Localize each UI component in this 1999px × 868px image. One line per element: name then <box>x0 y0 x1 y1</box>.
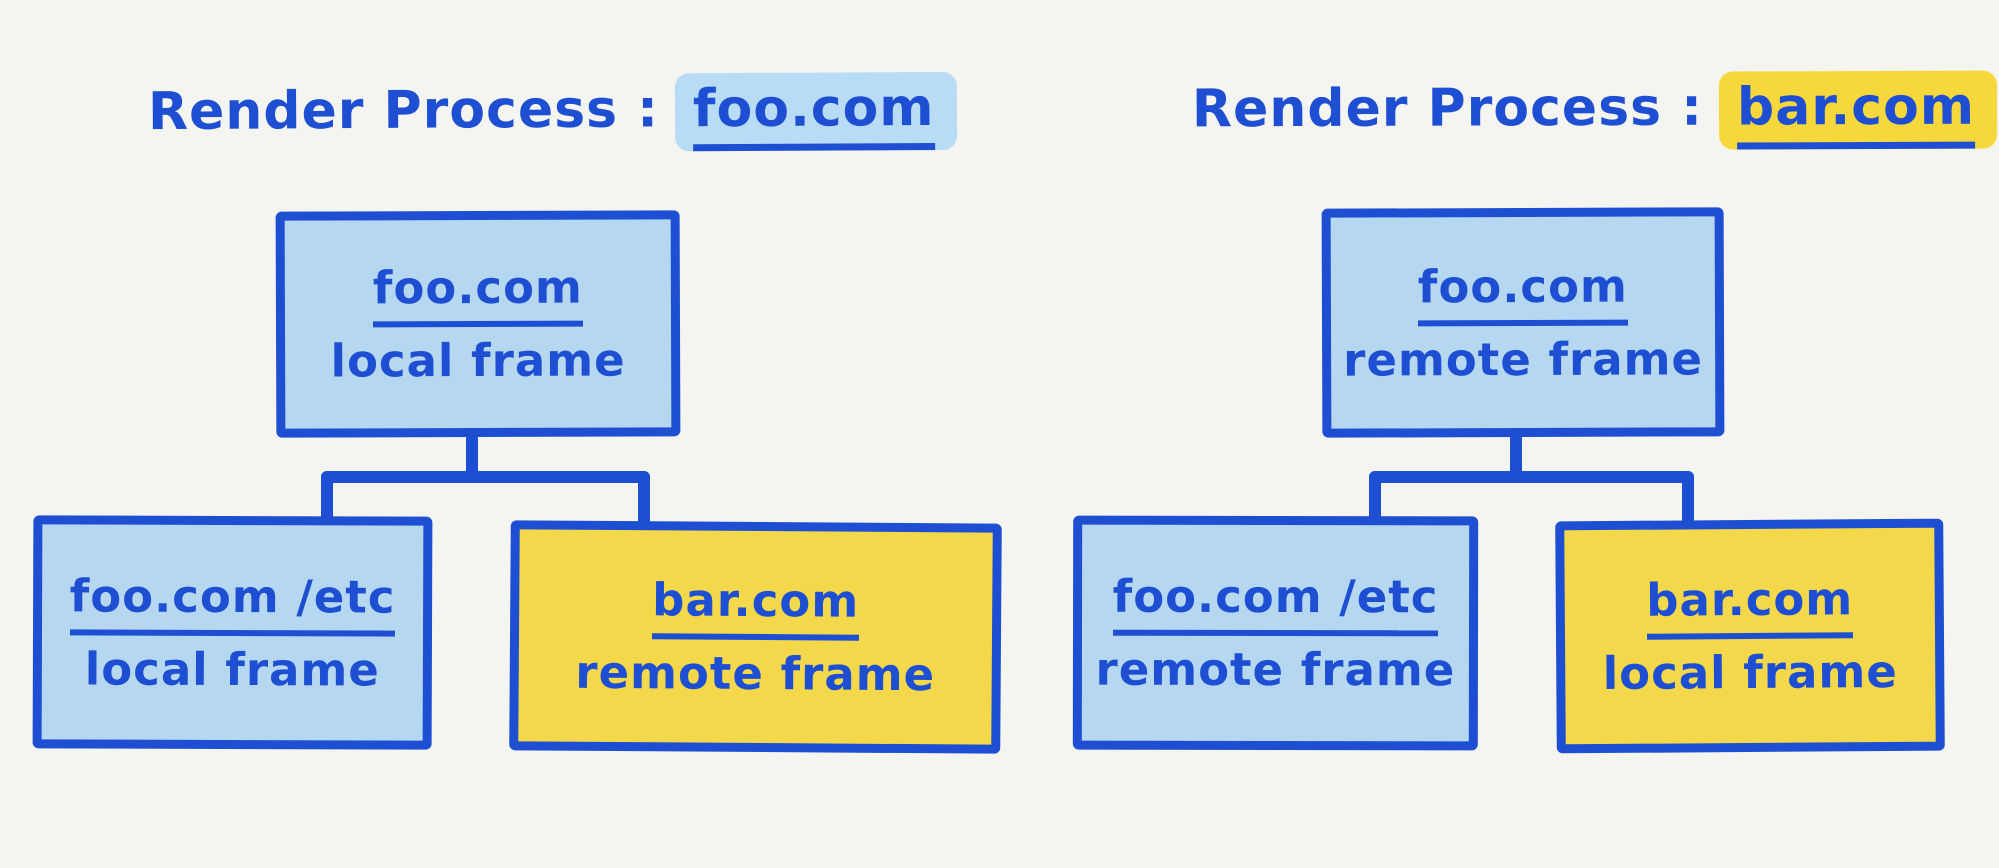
process-title-bar: Render Process : bar.com <box>1191 70 1998 152</box>
node-domain-text: foo.com <box>1417 259 1628 326</box>
process-title-domain-foo: foo.com <box>692 77 935 152</box>
node-domain: bar.com <box>1646 572 1854 640</box>
node-frame-kind: remote frame <box>1095 642 1456 697</box>
node-domain-text: bar.com <box>652 573 860 641</box>
node-foo-child-bar: bar.com remote frame <box>509 520 1002 754</box>
node-domain: bar.com <box>652 573 860 641</box>
node-frame-kind: remote frame <box>1343 331 1704 387</box>
connector-foo-drop-right <box>638 471 650 529</box>
process-title-domain-highlight-bar: bar.com <box>1718 70 1998 150</box>
node-frame-kind: local frame <box>330 333 626 388</box>
process-title-domain-highlight-foo: foo.com <box>674 71 957 152</box>
node-frame-kind: local frame <box>84 641 380 697</box>
process-title-foo: Render Process : foo.com <box>147 71 957 154</box>
node-bar-child-fooetc: foo.com /etc remote frame <box>1072 515 1479 751</box>
node-domain: foo.com <box>372 260 583 328</box>
node-domain: foo.com /etc <box>1112 569 1439 637</box>
connector-foo-drop-left <box>321 471 333 523</box>
connector-foo-stem <box>466 433 478 481</box>
node-foo-root: foo.com local frame <box>275 210 681 438</box>
node-bar-root: foo.com remote frame <box>1321 207 1725 438</box>
node-domain-text: foo.com /etc <box>1112 569 1439 637</box>
node-bar-child-bar: bar.com local frame <box>1555 518 1945 754</box>
connector-foo-horizontal <box>321 471 650 483</box>
node-domain: foo.com /etc <box>69 568 396 637</box>
process-title-domain-bar: bar.com <box>1736 76 1976 150</box>
process-title-prefix: Render Process : <box>147 79 660 143</box>
connector-bar-horizontal <box>1369 471 1694 483</box>
connector-bar-stem <box>1510 433 1522 481</box>
node-domain: foo.com <box>1417 259 1628 326</box>
node-domain-text: foo.com /etc <box>69 568 396 637</box>
node-frame-kind: remote frame <box>575 645 936 702</box>
connector-bar-drop-left <box>1369 471 1381 523</box>
process-title-prefix: Render Process : <box>1191 77 1704 140</box>
node-domain-text: foo.com <box>372 260 583 328</box>
node-domain-text: bar.com <box>1646 572 1854 640</box>
node-foo-child-fooetc: foo.com /etc local frame <box>32 515 433 750</box>
connector-bar-drop-right <box>1682 471 1694 527</box>
node-frame-kind: local frame <box>1602 644 1898 701</box>
